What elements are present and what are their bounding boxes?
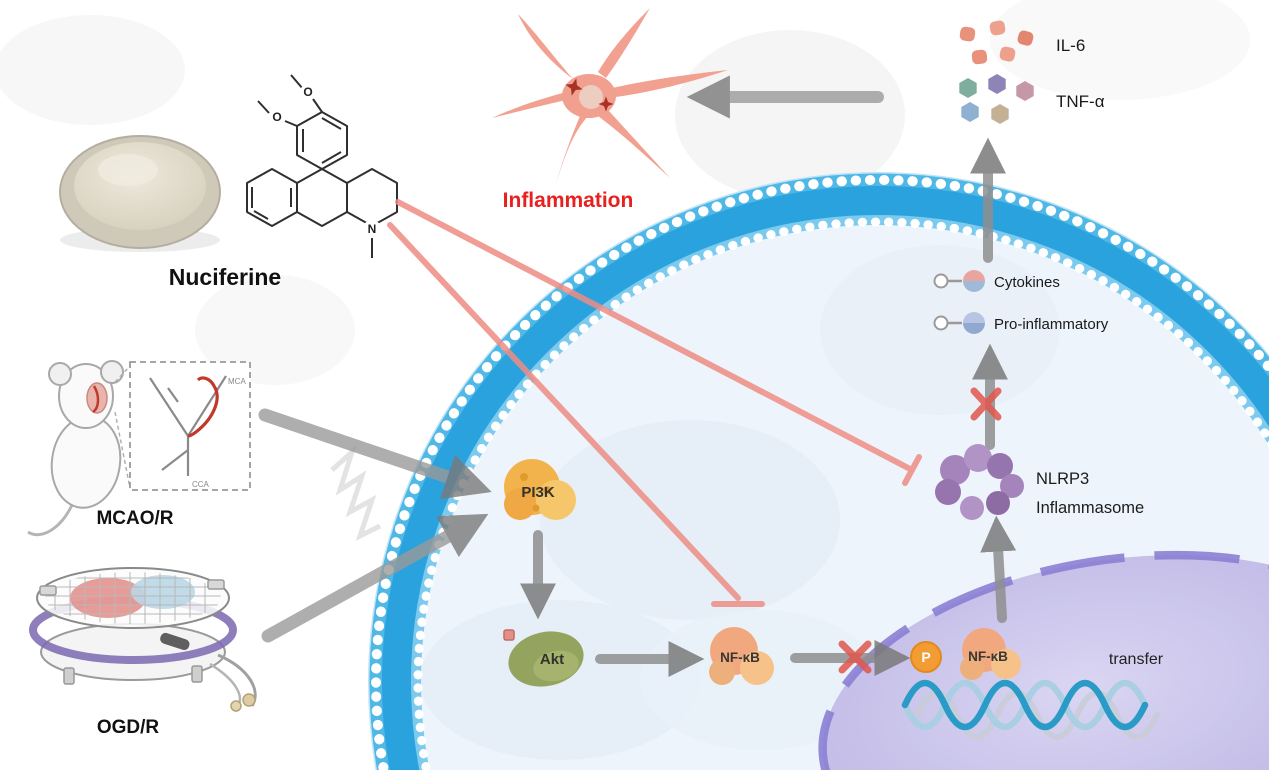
nitrogen-atom: N <box>368 222 377 236</box>
model-entry-arrows <box>258 75 884 643</box>
nfkb-label: NF-κB <box>720 650 760 665</box>
mcao-mouse-illustration <box>27 360 131 537</box>
inhibition-line-to-nlrp3 <box>395 199 915 473</box>
inhibition-lines <box>387 199 922 607</box>
mcao-label: MCAO/R <box>96 508 173 529</box>
akt-label: Akt <box>540 651 564 668</box>
pi3k-protein: PI3K <box>504 459 576 520</box>
nuclear-envelope <box>818 550 1269 770</box>
sample-pellet <box>160 632 190 651</box>
oxygen-atom-left: O <box>272 110 281 124</box>
nuciferine-label: Nuciferine <box>169 264 281 290</box>
akt-phospho-site <box>503 629 515 641</box>
mca-label: MCA <box>228 377 246 386</box>
transfer-label: transfer <box>1109 651 1164 668</box>
pro-inflammatory-label: Pro-inflammatory <box>994 316 1109 333</box>
inflammation-spot <box>598 96 614 112</box>
blocked-x-nfkb-translocation <box>838 640 872 674</box>
blocked-x-cytokine-production <box>970 387 1002 421</box>
nuciferine-powder-dish <box>59 135 221 252</box>
tnfa-molecules <box>959 74 1034 124</box>
akt-protein: Akt <box>503 629 584 687</box>
il6-label: IL-6 <box>1056 36 1085 55</box>
inhibition-line-to-nfkb <box>387 222 741 601</box>
ogd-label: OGD/R <box>97 717 160 738</box>
cell-membrane <box>368 172 1269 770</box>
tnfa-label: TNF-α <box>1056 92 1105 111</box>
oxygen-atom-top: O <box>303 85 312 99</box>
blue-culture-blob <box>131 575 195 609</box>
artery-tree <box>149 375 227 476</box>
arrow-mcao-to-cell <box>258 408 492 500</box>
arrow-ogd-to-cell <box>261 513 489 643</box>
nlrp3-inflammasome: NLRP3 Inflammasome <box>935 444 1144 520</box>
cytokines-label: Cytokines <box>994 274 1060 291</box>
inflammation-spot <box>565 78 583 96</box>
nfkb-nuclear-label: NF-κB <box>968 649 1008 664</box>
inflammation-label: Inflammation <box>503 189 634 212</box>
pi3k-label: PI3K <box>521 484 555 501</box>
inhibition-tbar-nlrp3 <box>902 454 922 486</box>
phosphate-group <box>910 641 942 673</box>
pathway-arrows <box>520 137 1017 677</box>
background-blobs <box>330 444 382 541</box>
nfkb-cytoplasmic-protein: NF-κB <box>709 627 774 685</box>
red-culture-blob <box>70 578 146 618</box>
occluded-artery <box>187 376 219 438</box>
arrow-nfkb-to-nlrp3 <box>980 515 1017 623</box>
tube-connector <box>242 693 256 707</box>
gas-tube <box>209 662 242 707</box>
mcao-vessel-inset: MCA CCA <box>129 361 251 491</box>
il6-molecules <box>959 20 1034 65</box>
nlrp3-label: NLRP3 <box>1036 470 1089 488</box>
brain-vessel <box>92 385 100 414</box>
inflammasome-label: Inflammasome <box>1036 499 1144 517</box>
cytokines-legend: Cytokines <box>933 270 1060 292</box>
phospho-nfkb-nuclear: P NF-κB <box>910 628 1021 680</box>
ogd-chamber-illustration <box>29 567 257 712</box>
microglia-cell <box>492 8 728 184</box>
torn-paper-decoration <box>330 444 382 541</box>
tube-connector <box>230 700 242 712</box>
nuciferine-structure: O O N <box>246 74 398 258</box>
dna-helix <box>901 680 1160 740</box>
cca-label: CCA <box>192 480 210 489</box>
pro-inflammatory-legend: Pro-inflammatory <box>933 312 1109 334</box>
mouse-tail <box>27 504 74 537</box>
outer-lipid-heads <box>371 175 1269 770</box>
inner-lipid-heads <box>413 217 1269 770</box>
phosphate-label: P <box>921 649 930 665</box>
